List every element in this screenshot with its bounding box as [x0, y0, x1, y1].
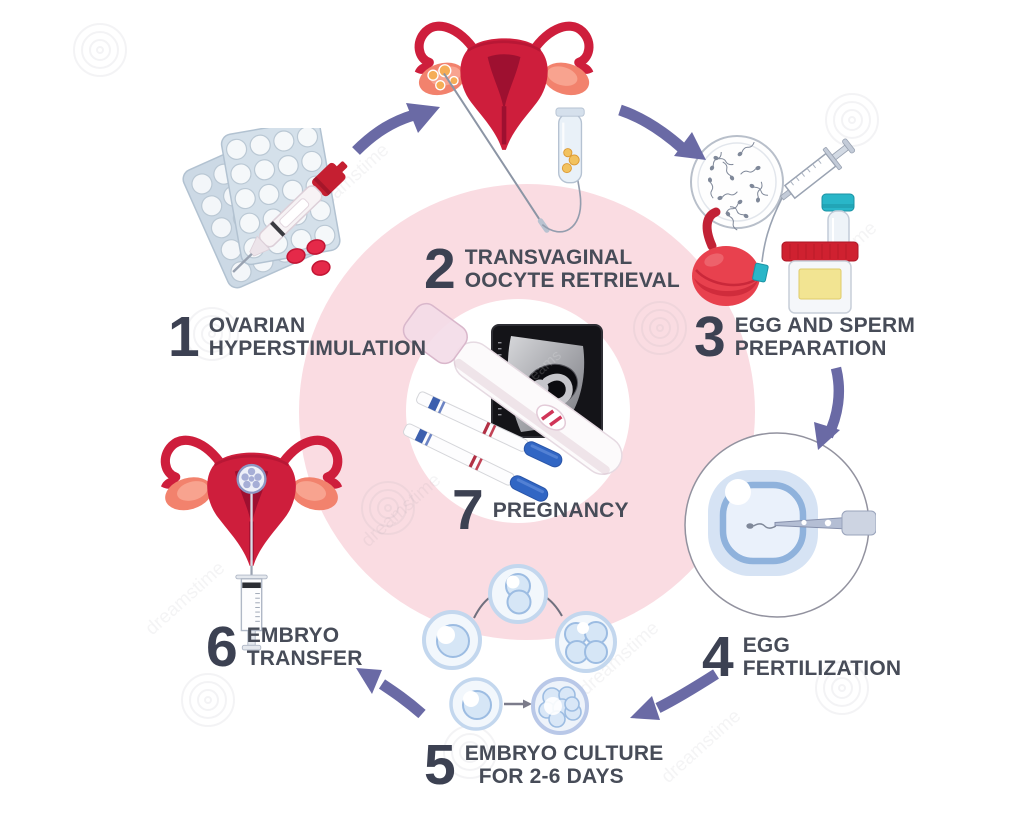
embryo-icon [236, 463, 267, 494]
step-number: 6 [206, 615, 238, 679]
step-label-line: EMBRYO CULTURE [464, 742, 664, 765]
micro-needle-icon [774, 510, 876, 536]
step-label-line: EGG AND SPERM [734, 314, 916, 337]
embryo-transfer-icon [148, 418, 356, 651]
pill-blisters-icon [182, 128, 348, 289]
collection-tube-icon [761, 197, 783, 263]
step-label-line: FERTILIZATION [742, 657, 902, 680]
step2-label: 2 TRANSVAGINAL OOCYTE RETRIEVAL [424, 237, 680, 301]
follicles-icon [427, 64, 459, 91]
step-label-line: FOR 2-6 DAYS [478, 765, 624, 788]
polar-body-icon [725, 479, 751, 505]
step7-label: 7 PREGNANCY [452, 478, 629, 542]
testicle-organ-icon [692, 207, 769, 306]
step-number: 7 [452, 478, 484, 542]
egg-sperm-preparation-icon [690, 135, 859, 314]
clamp-icon [752, 262, 769, 283]
watermark-spiral-icon [73, 23, 127, 77]
step5-label: 5 EMBRYO CULTURE FOR 2-6 DAYS [424, 733, 664, 797]
icsi-fertilization-icon [684, 432, 876, 618]
test-tube-icon [555, 107, 585, 184]
step-number: 5 [424, 733, 456, 797]
step-number: 1 [168, 305, 200, 369]
step-label-line: PREPARATION [734, 337, 887, 360]
step-label-line: TRANSFER [246, 647, 363, 670]
step3-label: 3 EGG AND SPERM PREPARATION [694, 305, 916, 369]
two-cell-stage-icon [488, 564, 548, 624]
step-number: 4 [702, 625, 734, 689]
zygote-icon [449, 677, 503, 731]
arrow-step5-to-step6-icon [356, 668, 426, 719]
embryo-culture-icon [422, 564, 617, 735]
step-label-line: OOCYTE RETRIEVAL [464, 269, 680, 292]
step-label-line: EGG [742, 634, 790, 657]
step-label-line: OVARIAN [208, 314, 306, 337]
blastocyst-icon [531, 677, 589, 735]
arrow-step2-to-step3-icon [618, 104, 706, 160]
test-strip-icon [416, 391, 563, 468]
test-cap-icon [402, 302, 468, 365]
result-window-icon [536, 404, 567, 431]
red-pills-icon [286, 239, 331, 276]
uterus-oocyte-retrieval-icon [402, 6, 607, 233]
step-label-line: HYPERSTIMULATION [208, 337, 427, 360]
step-number: 3 [694, 305, 726, 369]
watermark-spiral-icon [181, 673, 235, 727]
step4-label: 4 EGG FERTILIZATION [702, 625, 902, 689]
pregnancy-test-icon [402, 302, 623, 502]
step1-label: 1 OVARIAN HYPERSTIMULATION [168, 305, 427, 369]
specimen-cup-icon [781, 241, 859, 314]
step-label-line: PREGNANCY [492, 498, 629, 522]
test-strip-icon [402, 423, 549, 502]
arrow-step1-to-step2-icon [352, 103, 440, 155]
step-number: 2 [424, 237, 456, 301]
step-label-line: TRANSVAGINAL [464, 246, 633, 269]
step6-label: 6 EMBRYO TRANSFER [206, 615, 363, 679]
transfer-syringe-icon [235, 565, 268, 651]
step-label-line: EMBRYO [246, 624, 340, 647]
arrow-step4-to-step5-icon [630, 669, 719, 720]
aspiration-needle-icon [443, 72, 542, 222]
one-cell-stage-icon [422, 610, 482, 670]
syringe-icon [779, 138, 856, 201]
arrow-step3-to-step4-icon [814, 366, 845, 450]
four-cell-stage-icon [555, 611, 617, 673]
injection-pen-icon [232, 161, 348, 273]
petri-dish-sperm-icon [690, 135, 784, 232]
small-arrow-icon [504, 699, 532, 709]
